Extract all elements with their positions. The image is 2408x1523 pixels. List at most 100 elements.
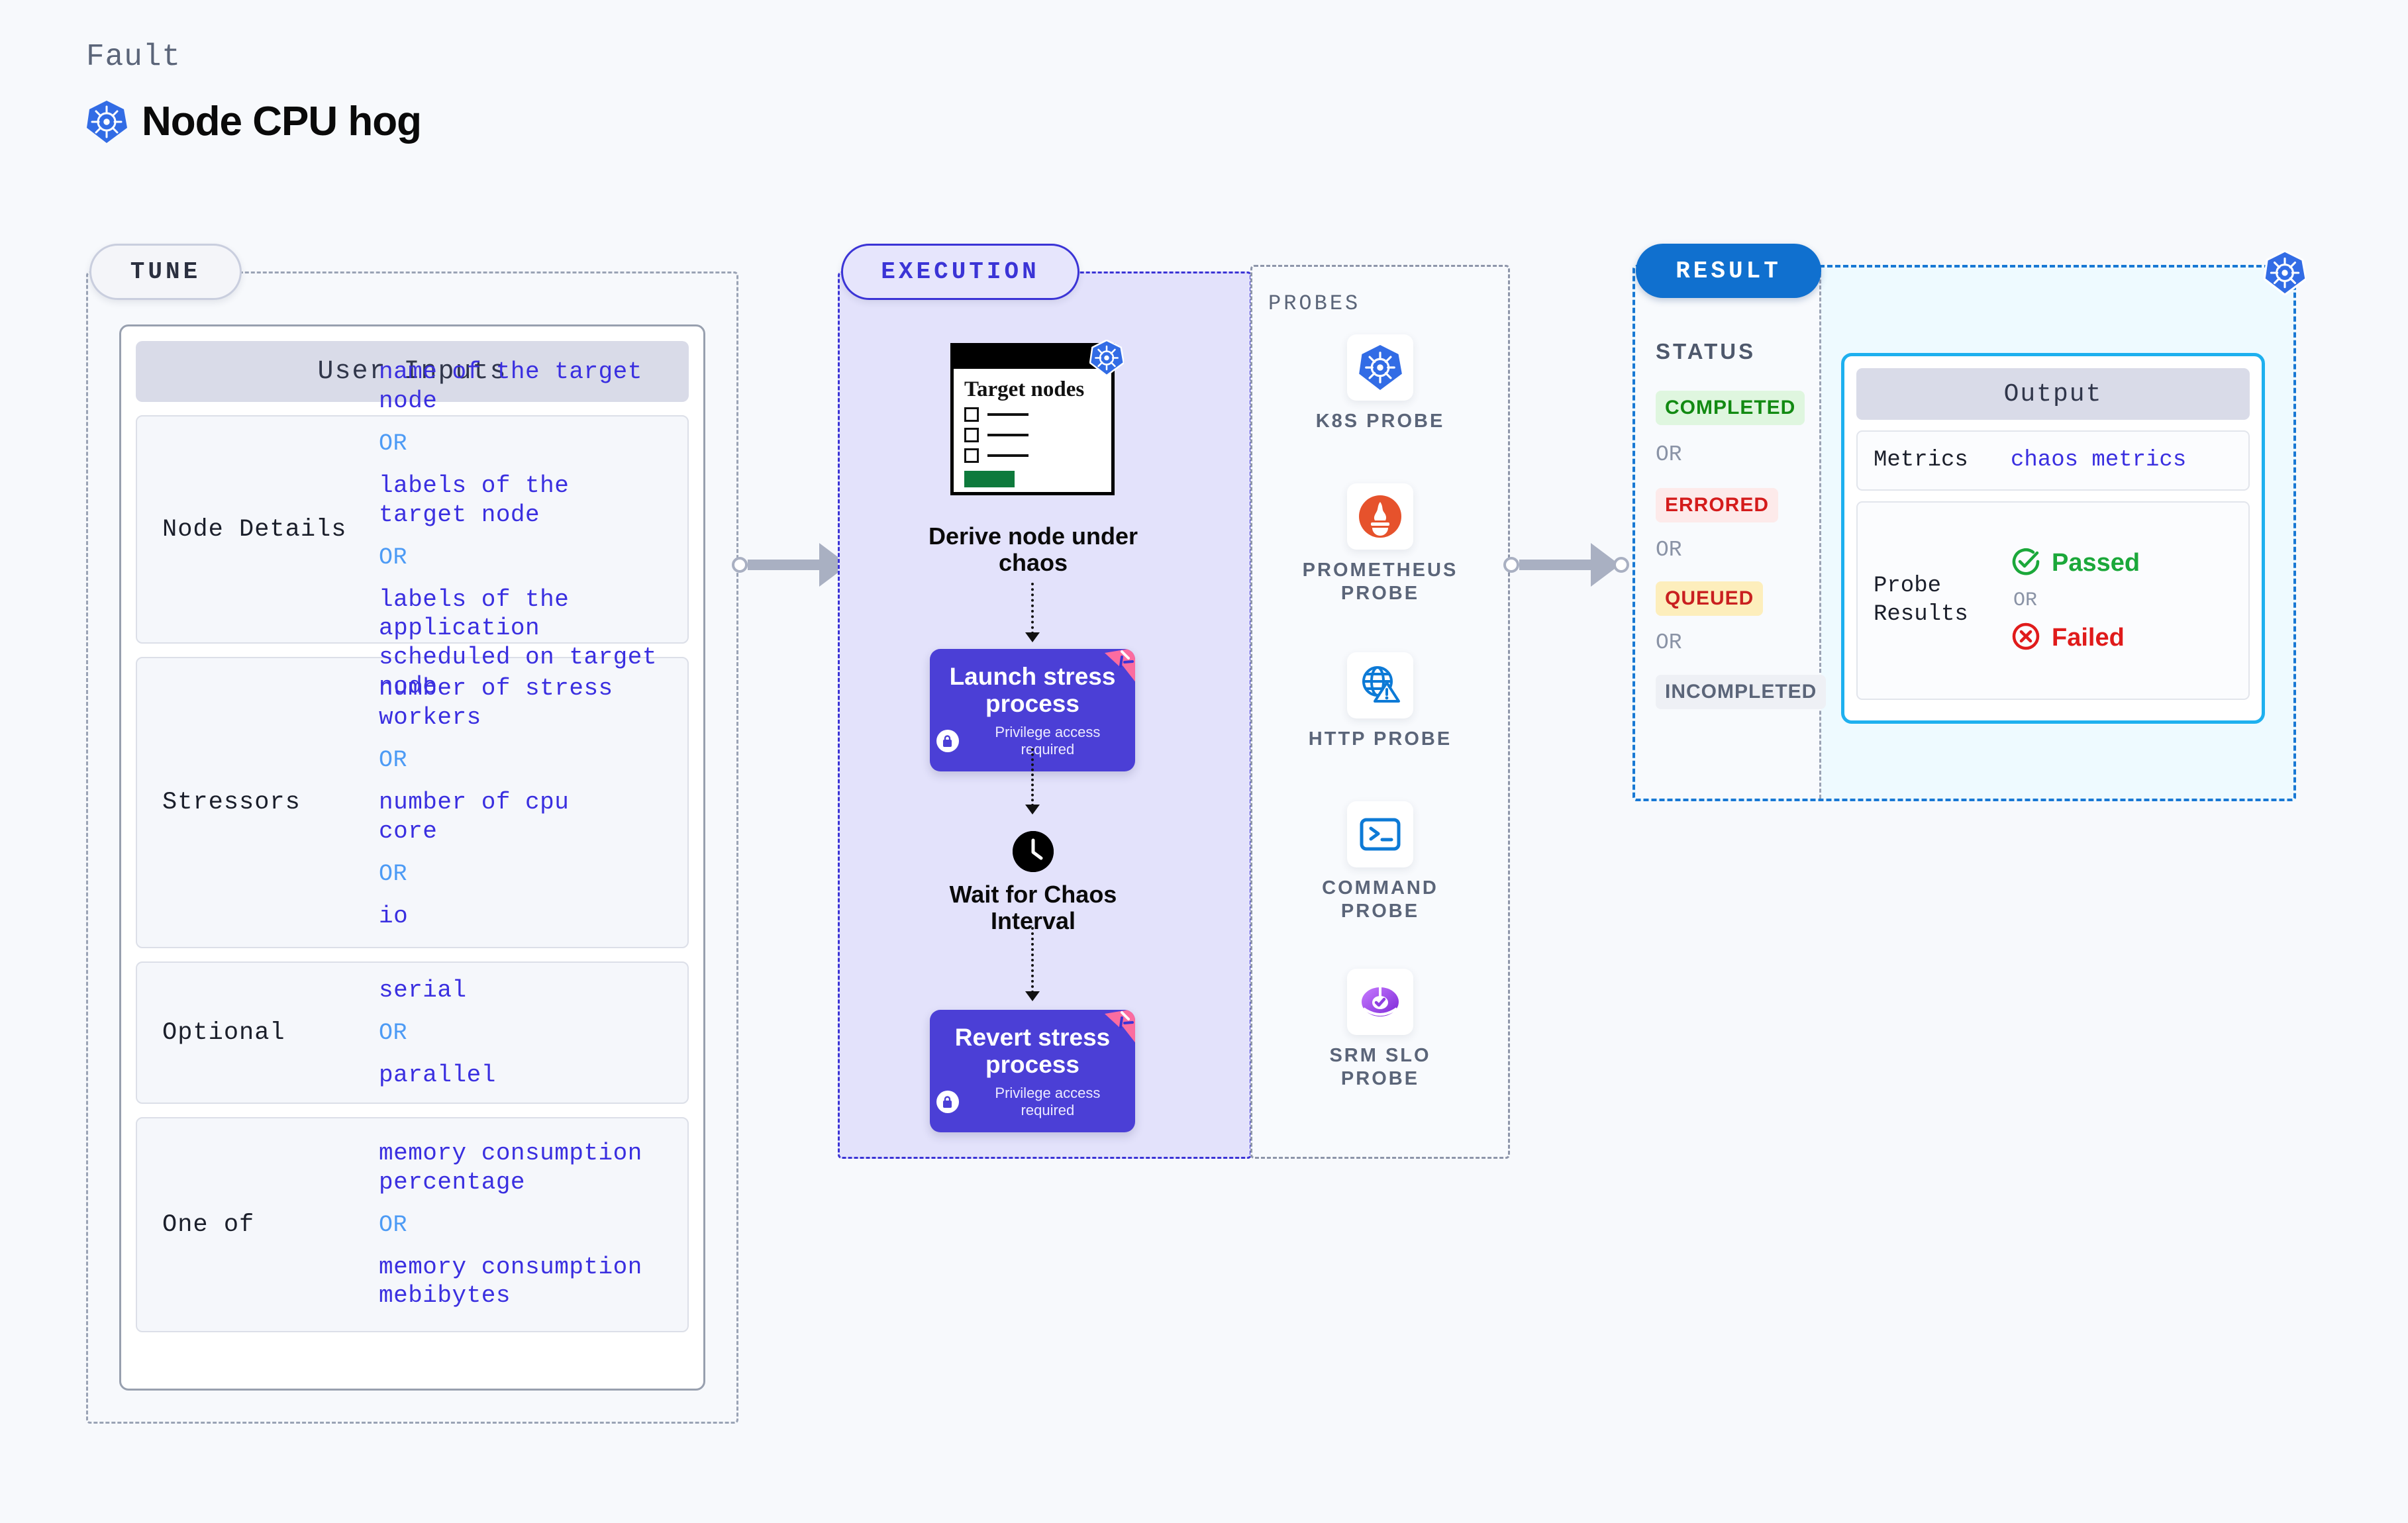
target-nodes-title: Target nodes <box>964 377 1085 401</box>
list-line <box>987 433 1028 436</box>
probe-result-failed: Failed <box>2011 621 2140 655</box>
checkbox-icon <box>964 448 979 463</box>
lock-icon <box>936 730 959 753</box>
step-caption: Derive node under chaos <box>928 522 1138 577</box>
green-status-bar <box>964 470 1015 487</box>
node-title: Revert stress process <box>954 1024 1111 1078</box>
input-value: labels of the target node <box>379 471 570 528</box>
input-value: serial <box>379 976 467 1004</box>
status-badge-queued: QUEUED <box>1656 581 1764 616</box>
probe-item-k8s[interactable]: K8S PROBE <box>1250 334 1510 433</box>
prometheus-icon <box>1347 483 1413 550</box>
input-values: number of stress workers OR number of cp… <box>379 674 674 931</box>
failed-label: Failed <box>2052 623 2125 652</box>
probe-label: PROMETHEUS PROBE <box>1302 560 1458 604</box>
output-row-metrics: Metrics chaos metrics <box>1856 430 2250 491</box>
fault-label: Fault <box>86 40 181 74</box>
derive-node-caption: Derive node under chaos <box>914 522 1152 577</box>
list-line <box>987 413 1028 416</box>
checkbox-row <box>964 427 1101 442</box>
probe-label: HTTP PROBE <box>1308 728 1452 750</box>
connector-line <box>1519 560 1591 570</box>
result-stage-pill[interactable]: RESULT <box>1636 244 1821 298</box>
input-value: name of the target node <box>379 358 642 415</box>
probe-results-values: Passed OR Failed <box>2011 546 2140 655</box>
input-row-stressors: Stressors number of stress workers OR nu… <box>136 657 689 948</box>
probes-label: PROBES <box>1268 291 1361 316</box>
kubernetes-icon <box>1089 340 1124 376</box>
flow-connector <box>1031 748 1034 807</box>
or-separator: OR <box>379 747 408 774</box>
output-key: Metrics <box>1874 448 1968 473</box>
or-separator: OR <box>379 1211 408 1238</box>
status-label: STATUS <box>1656 339 1756 364</box>
input-values: memory consumption percentage OR memory … <box>379 1139 674 1311</box>
flow-arrowhead <box>1025 805 1040 814</box>
user-inputs-card: User Inputs Node Details name of the tar… <box>119 324 705 1391</box>
connector-line <box>748 560 819 570</box>
input-key: Optional <box>162 1018 285 1047</box>
probe-item-srm-slo[interactable]: SRM SLO PROBE <box>1250 969 1510 1091</box>
connector-start-dot <box>1503 557 1519 573</box>
revert-stress-process-node[interactable]: Revert stress process Privilege access r… <box>930 1010 1135 1133</box>
input-value: number of stress workers <box>379 675 613 732</box>
input-key: Stressors <box>162 789 301 816</box>
flow-arrowhead <box>1025 991 1040 1001</box>
input-row-node-details: Node Details name of the target node OR … <box>136 358 689 700</box>
privilege-row: Privilege access required <box>936 1085 1129 1119</box>
metrics-link[interactable]: chaos metrics <box>2011 448 2187 473</box>
terminal-icon <box>1347 801 1413 867</box>
or-separator: OR <box>379 430 408 457</box>
kubernetes-icon <box>2264 250 2306 295</box>
input-values: name of the target node OR labels of the… <box>379 358 674 701</box>
slo-donut-icon <box>1347 969 1413 1035</box>
probe-item-command[interactable]: COMMAND PROBE <box>1250 801 1510 923</box>
input-value: labels of the application scheduled on t… <box>379 585 657 701</box>
or-separator: OR <box>1656 538 1682 562</box>
status-badge-completed: COMPLETED <box>1656 391 1805 425</box>
connector-end-dot <box>1613 557 1629 573</box>
globe-warning-icon <box>1347 652 1413 718</box>
checkbox-icon <box>964 427 979 442</box>
kubernetes-icon <box>1347 334 1413 401</box>
or-separator: OR <box>2013 589 2038 612</box>
checkbox-row <box>964 407 1101 422</box>
checkbox-row <box>964 448 1101 463</box>
list-line <box>987 454 1028 457</box>
probe-item-http[interactable]: HTTP PROBE <box>1250 652 1510 751</box>
page-header: Fault Node CPU hog <box>86 40 422 145</box>
checkbox-icon <box>964 407 979 422</box>
output-row-probe-results: Probe Results Passed OR <box>1856 501 2250 700</box>
connector-execution-result <box>1503 543 1629 587</box>
or-separator: OR <box>379 544 408 571</box>
page-title: Node CPU hog <box>142 99 422 144</box>
execution-stage-pill[interactable]: EXECUTION <box>841 244 1079 300</box>
probe-label: SRM SLO PROBE <box>1329 1045 1431 1089</box>
input-key: One of <box>162 1210 255 1239</box>
or-separator: OR <box>1656 630 1682 655</box>
node-title: Launch stress process <box>949 663 1116 717</box>
probe-label: K8S PROBE <box>1315 411 1445 432</box>
probe-item-prometheus[interactable]: PROMETHEUS PROBE <box>1250 483 1510 605</box>
passed-label: Passed <box>2052 548 2140 577</box>
input-value: number of cpu core <box>379 789 570 845</box>
status-badge-errored: ERRORED <box>1656 488 1779 522</box>
check-circle-icon <box>2011 546 2041 580</box>
wait-for-chaos-node: Wait for Chaos Interval <box>914 831 1152 935</box>
or-separator: OR <box>1656 442 1682 467</box>
fault-title-row: Node CPU hog <box>86 98 422 145</box>
probe-label: COMMAND PROBE <box>1322 877 1438 922</box>
node-subtitle: Privilege access required <box>995 724 1101 758</box>
lock-icon <box>936 1091 959 1114</box>
flow-arrowhead <box>1025 632 1040 642</box>
input-key: Node Details <box>162 515 347 544</box>
or-separator: OR <box>379 1019 408 1046</box>
tune-stage-pill[interactable]: TUNE <box>89 244 242 300</box>
output-title: Output <box>1856 368 2250 420</box>
output-card: Output Metrics chaos metrics Probe Resul… <box>1841 353 2265 724</box>
card-titlebar <box>954 346 1111 369</box>
input-value: memory consumption mebibytes <box>379 1253 642 1310</box>
output-key: Probe Results <box>1874 573 1968 627</box>
result-status-column <box>1636 268 1821 799</box>
probe-result-passed: Passed <box>2011 546 2140 580</box>
